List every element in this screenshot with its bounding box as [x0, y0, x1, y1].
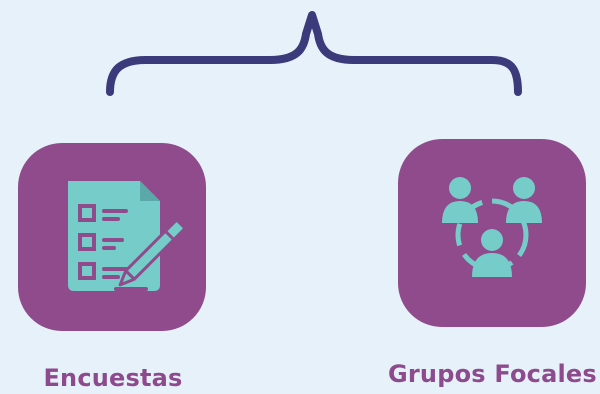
- checkbox-1: [78, 204, 96, 222]
- line-3b: [102, 275, 120, 279]
- grupos-focales-label: Grupos Focales: [388, 360, 597, 388]
- survey-tile: [18, 143, 206, 331]
- focus-group-people-icon: [442, 177, 542, 277]
- line-1: [102, 209, 128, 213]
- line-2: [102, 238, 124, 242]
- survey-clipboard-pencil-icon: [68, 181, 186, 291]
- person-left-icon: [442, 177, 478, 223]
- brace-path: [106, 11, 522, 96]
- checkbox-2: [78, 233, 96, 251]
- encuestas-label: Encuestas: [43, 364, 183, 392]
- line-1b: [102, 217, 120, 221]
- pencil-icon: [118, 219, 186, 287]
- focus-group-tile: [398, 139, 586, 327]
- document-fold: [140, 181, 160, 201]
- person-right-icon: [506, 177, 542, 223]
- line-3: [102, 267, 128, 271]
- checkbox-3: [78, 262, 96, 280]
- line-2b: [102, 246, 116, 250]
- person-bottom-icon: [472, 229, 512, 277]
